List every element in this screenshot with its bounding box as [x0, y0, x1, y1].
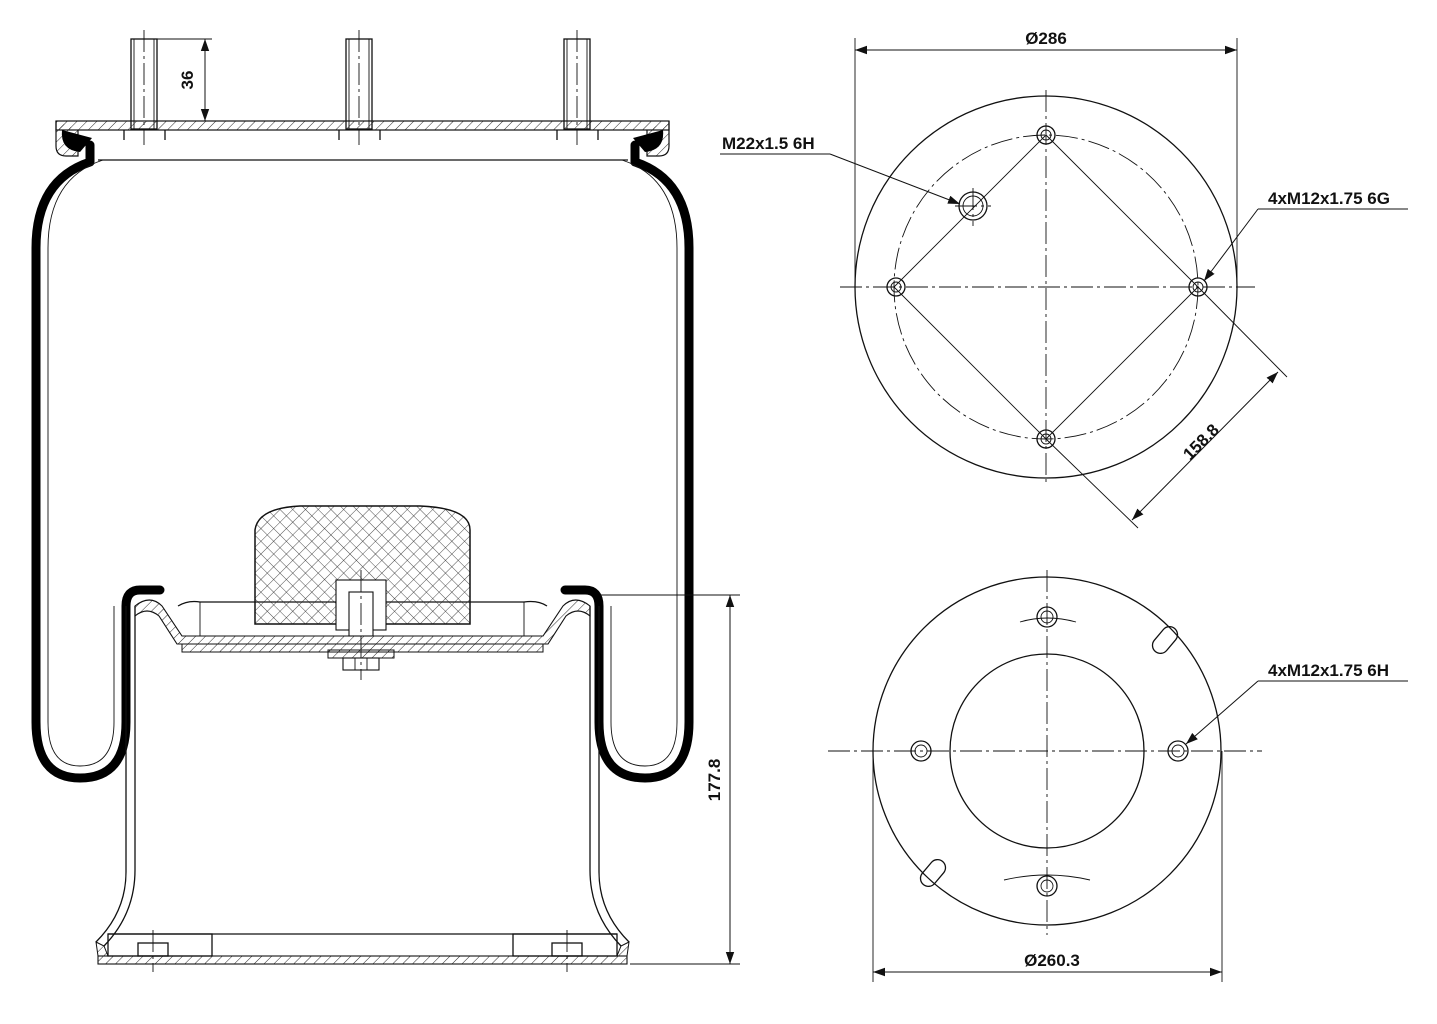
rubber-bellow — [31, 140, 694, 783]
bottom-thread-label: 4xM12x1.75 6H — [1268, 661, 1389, 680]
stud-thread-label: 4xM12x1.75 6G — [1268, 189, 1390, 208]
piston-height-value: 177.8 — [705, 759, 724, 802]
stud-thread-callout: 4xM12x1.75 6G — [1203, 189, 1408, 282]
bolt-circle-dimension: 158.8 — [1045, 286, 1288, 529]
top-bead-plate — [55, 120, 670, 161]
side-section-view: 36 177.8 — [31, 30, 740, 972]
bottom-thread-holes — [910, 606, 1189, 897]
outer-diameter-value: Ø286 — [1025, 29, 1067, 48]
bottom-thread-callout: 4xM12x1.75 6H — [1185, 661, 1408, 745]
stud-holes — [886, 125, 1208, 449]
bottom-diameter-dimension: Ø260.3 — [872, 751, 1223, 982]
piston-height-dimension: 177.8 — [600, 594, 740, 965]
bump-stop — [254, 505, 471, 680]
stud-height-value: 36 — [178, 71, 197, 90]
stud-height-dimension: 36 — [157, 38, 212, 122]
bottom-plan-view: 4xM12x1.75 6H Ø260.3 — [828, 570, 1408, 982]
top-plan-view: Ø286 M22x1.5 6H 4xM12x1.75 6G 158.8 — [720, 29, 1408, 529]
center-port-callout: M22x1.5 6H — [720, 134, 961, 205]
bolt-circle-value: 158.8 — [1179, 420, 1223, 464]
bottom-diameter-value: Ø260.3 — [1024, 951, 1080, 970]
center-port-label: M22x1.5 6H — [722, 134, 815, 153]
center-air-port — [955, 188, 991, 226]
bottom-slots — [919, 625, 1179, 888]
outer-diameter-dimension: Ø286 — [854, 29, 1238, 287]
